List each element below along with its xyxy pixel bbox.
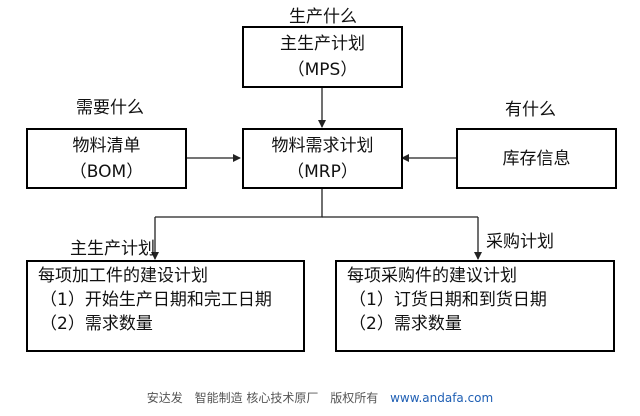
mrp-title: 物料需求计划	[271, 135, 374, 156]
purchasing-title: 每项采购件的建议计划	[347, 266, 517, 286]
bom-title: 物料清单	[72, 135, 141, 156]
footer-url[interactable]: www.andafa.com	[390, 391, 494, 405]
inventory-title: 库存信息	[502, 148, 571, 169]
inventory-box: 库存信息	[456, 128, 617, 189]
manufacturing-item: （2）需求数量	[40, 314, 153, 334]
manufacturing-plan-box: 每项加工件的建设计划 （1）开始生产日期和完工日期 （2）需求数量	[26, 260, 305, 352]
footer-brand: 安达发	[146, 391, 183, 405]
purchasing-plan-box: 每项采购件的建议计划 （1）订货日期和到货日期 （2）需求数量	[335, 260, 615, 352]
mps-box: 主生产计划 （MPS）	[242, 26, 403, 88]
footer-rights: 版权所有	[330, 391, 379, 405]
label-what-is-needed: 需要什么	[76, 98, 144, 118]
manufacturing-title: 每项加工件的建设计划	[38, 266, 208, 286]
branch-line	[155, 188, 323, 218]
footer: 安达发 智能制造 核心技术原厂 版权所有 www.andafa.com	[0, 389, 640, 406]
label-mps-plan: 主生产计划	[70, 239, 155, 259]
label-what-is-available: 有什么	[505, 100, 556, 120]
label-what-to-produce: 生产什么	[289, 7, 357, 27]
purchasing-item: （1）订货日期和到货日期	[349, 290, 547, 310]
bom-box: 物料清单 （BOM）	[26, 128, 187, 189]
mrp-box: 物料需求计划 （MRP）	[242, 128, 403, 189]
mrp-abbr: （MRP）	[287, 161, 358, 182]
manufacturing-item: （1）开始生产日期和完工日期	[40, 290, 272, 310]
bom-abbr: （BOM）	[69, 161, 144, 182]
footer-tagline: 智能制造 核心技术原厂	[194, 391, 319, 405]
label-purchase-plan: 采购计划	[486, 232, 554, 252]
purchasing-item: （2）需求数量	[349, 314, 462, 334]
mps-title: 主生产计划	[280, 34, 365, 54]
mps-abbr: （MPS）	[287, 60, 358, 80]
